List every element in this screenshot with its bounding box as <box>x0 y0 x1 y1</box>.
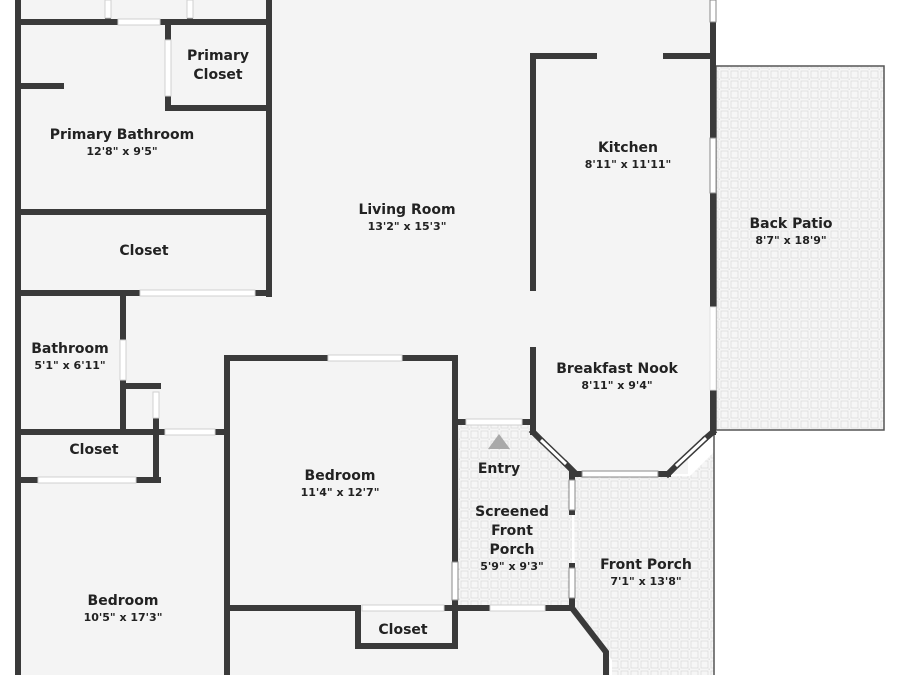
windows <box>37 0 717 612</box>
room-label-bedroom-2: Bedroom 10'5" x 17'3" <box>83 593 163 624</box>
room-label-back-patio: Back Patio 8'7" x 18'9" <box>749 216 833 247</box>
room-label-bathroom: Bathroom 5'1" x 6'11" <box>31 341 109 372</box>
room-label-closet-3: Closet <box>378 622 428 638</box>
room-label-breakfast-nook: Breakfast Nook 8'11" x 9'4" <box>556 361 678 392</box>
room-label-closet-2: Closet <box>69 442 119 458</box>
screened-porch-area <box>458 422 572 608</box>
walls <box>15 0 718 675</box>
front-porch-area <box>574 432 715 675</box>
room-label-living-room: Living Room 13'2" x 15'3" <box>358 202 456 233</box>
room-label-kitchen: Kitchen 8'11" x 11'11" <box>584 140 672 171</box>
back-patio-area <box>715 65 885 431</box>
room-label-primary-closet: Primary Closet <box>186 48 250 83</box>
entry-arrow-icon <box>488 434 510 449</box>
room-label-primary-bathroom: Primary Bathroom 12'8" x 9'5" <box>49 127 195 158</box>
room-label-front-porch: Front Porch 7'1" x 13'8" <box>600 557 692 588</box>
room-label-entry: Entry <box>477 461 521 477</box>
floor-area <box>18 0 713 675</box>
room-label-screened-front-porch: Screened Front Porch 5'9" x 9'3" <box>475 504 549 573</box>
room-label-bedroom-1: Bedroom 11'4" x 12'7" <box>300 468 380 499</box>
room-label-closet-1: Closet <box>119 243 169 259</box>
